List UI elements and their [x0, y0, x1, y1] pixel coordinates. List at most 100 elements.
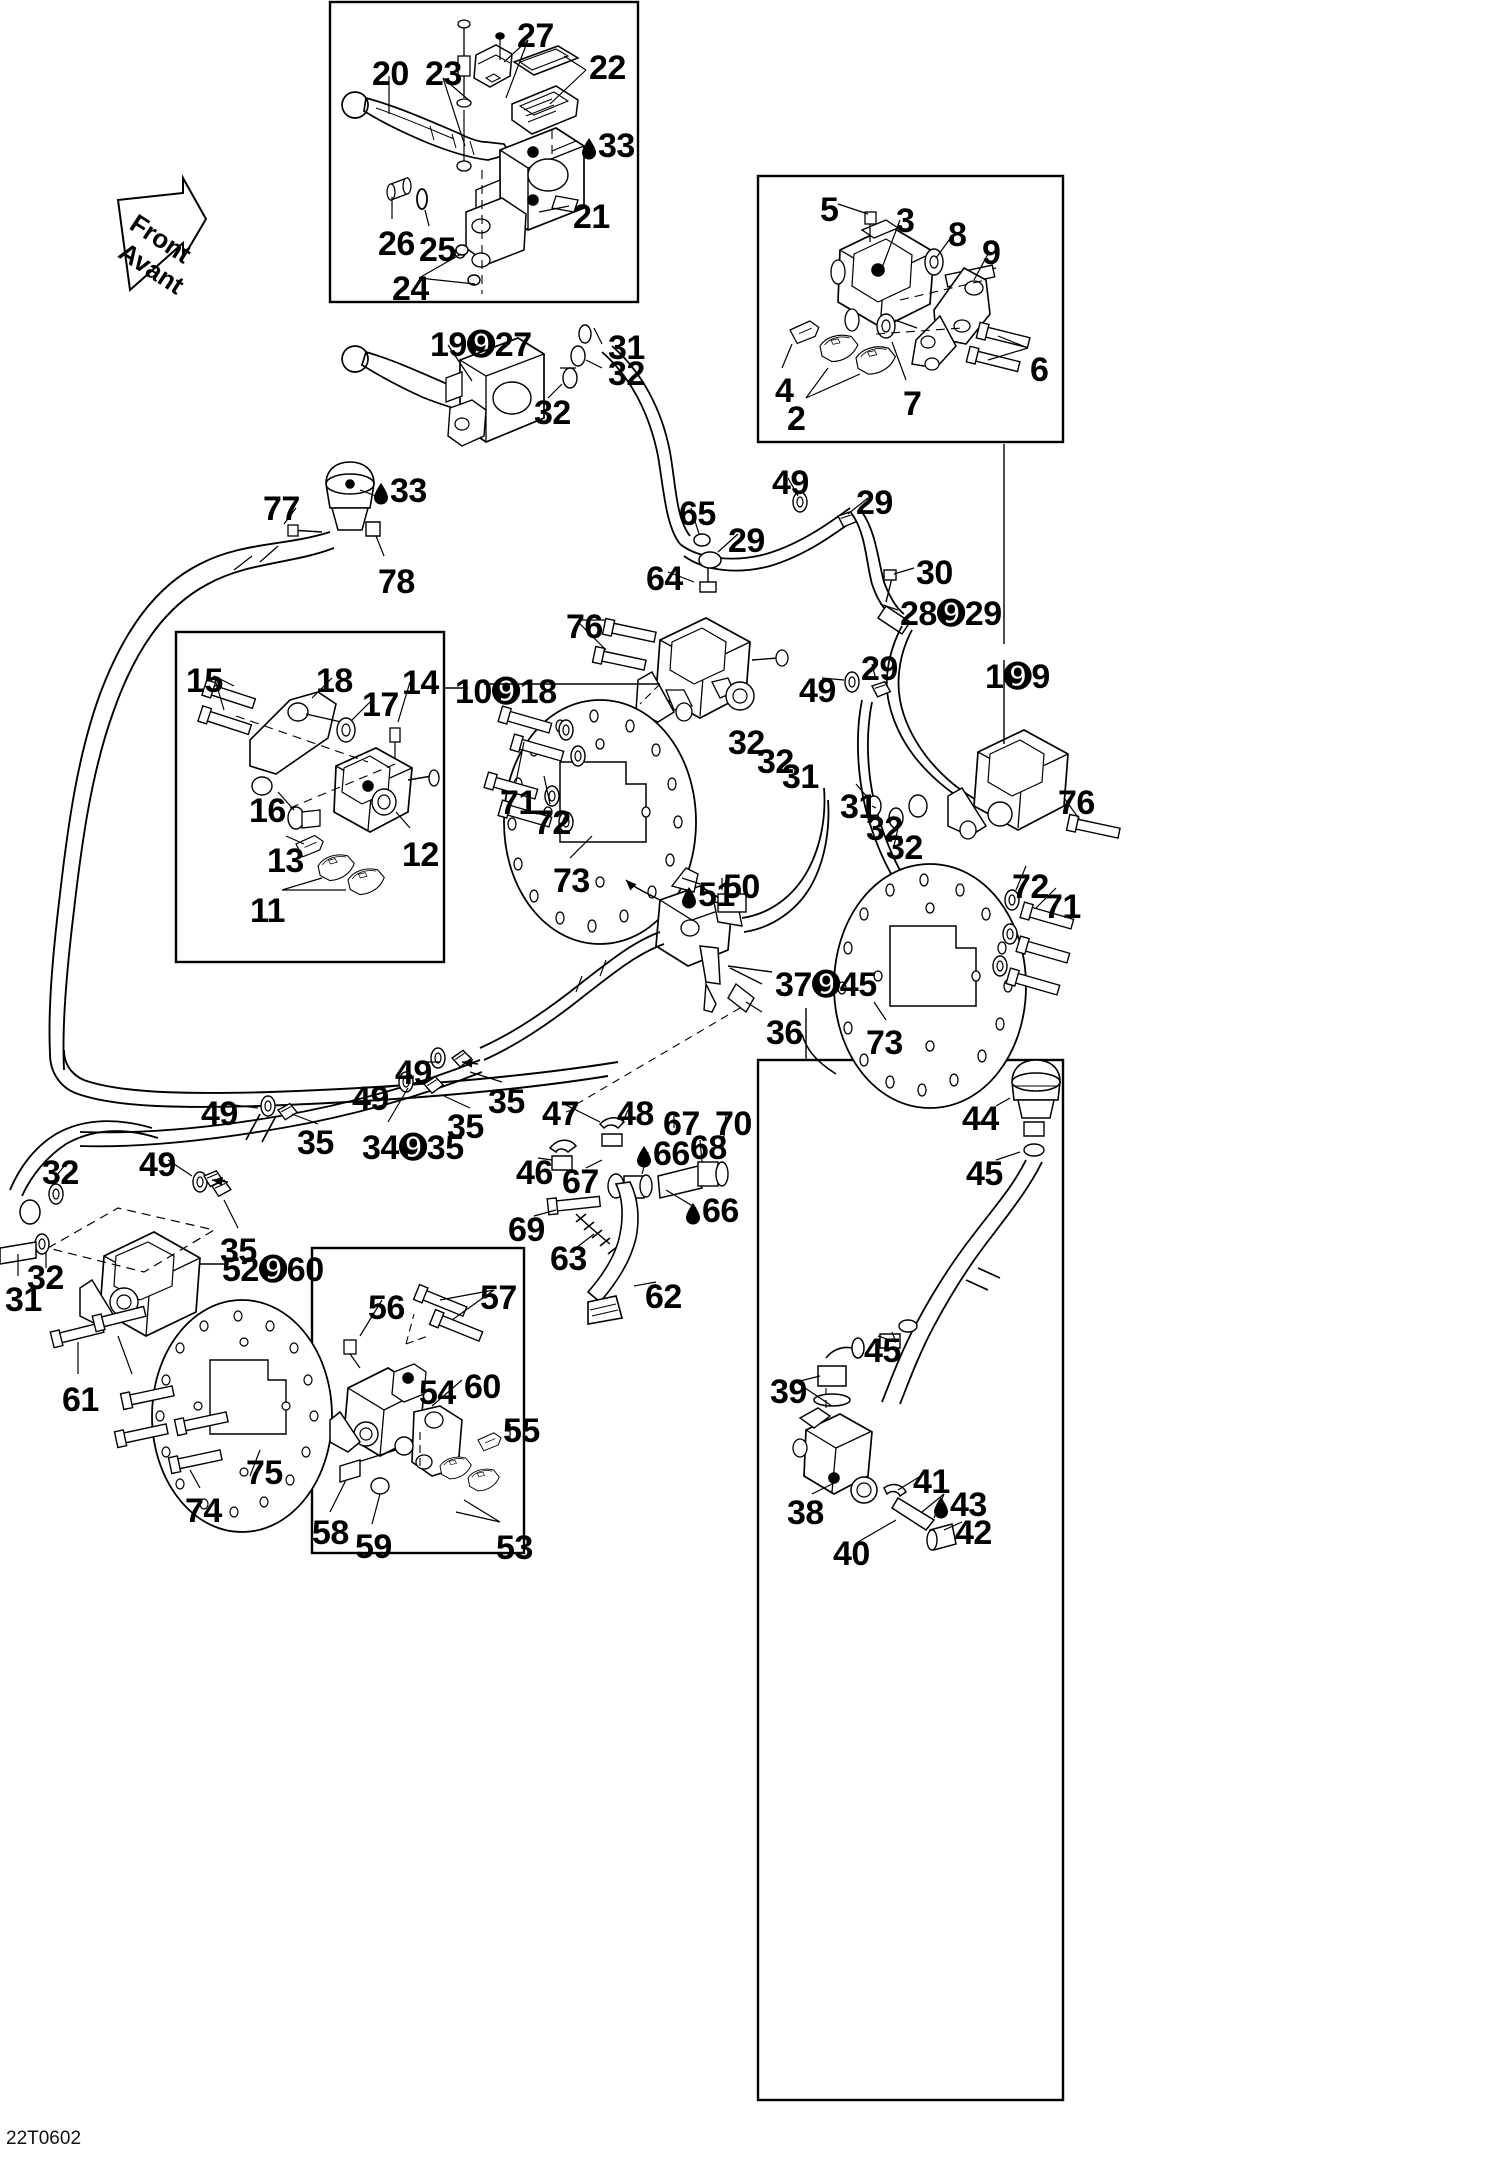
callout-17: 17 — [362, 686, 399, 724]
callout-12: 12 — [402, 836, 439, 874]
oil-drop-icon — [932, 1494, 950, 1519]
callout-29: 29 — [728, 522, 765, 560]
callout-24: 24 — [392, 270, 429, 308]
callout-48: 48 — [617, 1095, 654, 1133]
callout-76: 76 — [566, 608, 603, 646]
callout-23: 23 — [425, 55, 462, 93]
oil-drop-icon — [580, 135, 598, 160]
callout-56: 56 — [368, 1289, 405, 1327]
callout-55: 55 — [503, 1412, 540, 1450]
callout-73: 73 — [553, 862, 590, 900]
callout-32: 32 — [757, 743, 794, 781]
callout-49: 49 — [352, 1080, 389, 1118]
callout-25: 25 — [419, 231, 456, 269]
callout-35: 35 — [220, 1232, 257, 1270]
callout-60: 60 — [464, 1368, 501, 1406]
callout-73: 73 — [866, 1024, 903, 1062]
callout-69: 69 — [508, 1211, 545, 1249]
callout-50: 50 — [723, 868, 760, 906]
callout-number: 66 — [653, 1135, 690, 1173]
callout-45: 45 — [966, 1155, 1003, 1193]
callout-72: 72 — [534, 804, 571, 842]
callout-26: 26 — [378, 225, 415, 263]
callout-35: 35 — [447, 1108, 484, 1146]
callout-6: 6 — [1030, 351, 1049, 389]
callout-51: 51 — [680, 878, 735, 912]
oil-drop-icon — [635, 1143, 653, 1168]
callout-32: 32 — [27, 1259, 64, 1297]
callout-7: 7 — [903, 385, 922, 423]
callout-41: 41 — [913, 1463, 950, 1501]
callout-32: 32 — [866, 810, 903, 848]
callout-9: 9 — [982, 234, 1001, 272]
callout-61: 61 — [62, 1381, 99, 1419]
callout-53: 53 — [496, 1529, 533, 1567]
callout-5: 5 — [820, 191, 839, 229]
callout-number: 66 — [702, 1192, 739, 1230]
callout-66: 66 — [635, 1137, 690, 1171]
callout-28-29: 28➒29 — [900, 595, 1002, 633]
callout-43: 43 — [932, 1488, 987, 1522]
front-direction-marker — [116, 174, 208, 292]
callout-72: 72 — [1012, 868, 1049, 906]
callout-35: 35 — [297, 1124, 334, 1162]
oil-drop-icon — [684, 1200, 702, 1225]
callout-18: 18 — [316, 662, 353, 700]
callout-8: 8 — [948, 216, 967, 254]
callout-30: 30 — [916, 554, 953, 592]
callout-76: 76 — [1058, 784, 1095, 822]
callout-22: 22 — [589, 49, 626, 87]
callout-62: 62 — [645, 1278, 682, 1316]
callout-71: 71 — [1044, 888, 1081, 926]
callout-75: 75 — [246, 1454, 283, 1492]
callout-77: 77 — [263, 490, 300, 528]
callout-14: 14 — [402, 664, 439, 702]
callout-49: 49 — [772, 464, 809, 502]
callout-49: 49 — [139, 1146, 176, 1184]
callout-74: 74 — [185, 1492, 222, 1530]
callout-number: 33 — [598, 127, 635, 165]
callout-31: 31 — [840, 788, 877, 826]
callout-31: 31 — [608, 329, 645, 367]
callout-3: 3 — [896, 202, 915, 240]
oil-drop-icon — [372, 480, 390, 505]
callout-70: 70 — [715, 1105, 752, 1143]
callout-49: 49 — [201, 1095, 238, 1133]
callout-31: 31 — [782, 758, 819, 796]
callout-32: 32 — [42, 1154, 79, 1192]
callout-32: 32 — [534, 394, 571, 432]
callout-63: 63 — [550, 1240, 587, 1278]
callout-number: 33 — [390, 472, 427, 510]
callout-40: 40 — [833, 1535, 870, 1573]
callout-45: 45 — [864, 1332, 901, 1370]
callout-57: 57 — [480, 1279, 517, 1317]
callout-1-9: 1➒9 — [985, 658, 1050, 696]
callout-32: 32 — [608, 355, 645, 393]
callout-65: 65 — [679, 495, 716, 533]
callout-49: 49 — [395, 1054, 432, 1092]
oil-drop-icon — [680, 884, 698, 909]
callout-71: 71 — [500, 784, 537, 822]
callout-13: 13 — [267, 842, 304, 880]
callout-44: 44 — [962, 1100, 999, 1138]
callout-32: 32 — [728, 724, 765, 762]
callout-34-35: 34➒35 — [362, 1129, 464, 1167]
callout-32: 32 — [886, 829, 923, 867]
callout-49: 49 — [799, 672, 836, 710]
callout-number: 43 — [950, 1486, 987, 1524]
callout-29: 29 — [856, 484, 893, 522]
callout-67: 67 — [562, 1163, 599, 1201]
document-id: 22T0602 — [6, 2128, 82, 2149]
callout-39: 39 — [770, 1373, 807, 1411]
callout-54: 54 — [419, 1374, 456, 1412]
callout-66: 66 — [684, 1194, 739, 1228]
callout-67: 67 — [663, 1105, 700, 1143]
callout-46: 46 — [516, 1154, 553, 1192]
callout-68: 68 — [690, 1129, 727, 1167]
callout-33: 33 — [372, 474, 427, 508]
callout-2: 2 — [787, 400, 806, 438]
callout-36: 36 — [766, 1014, 803, 1052]
callout-59: 59 — [355, 1528, 392, 1566]
